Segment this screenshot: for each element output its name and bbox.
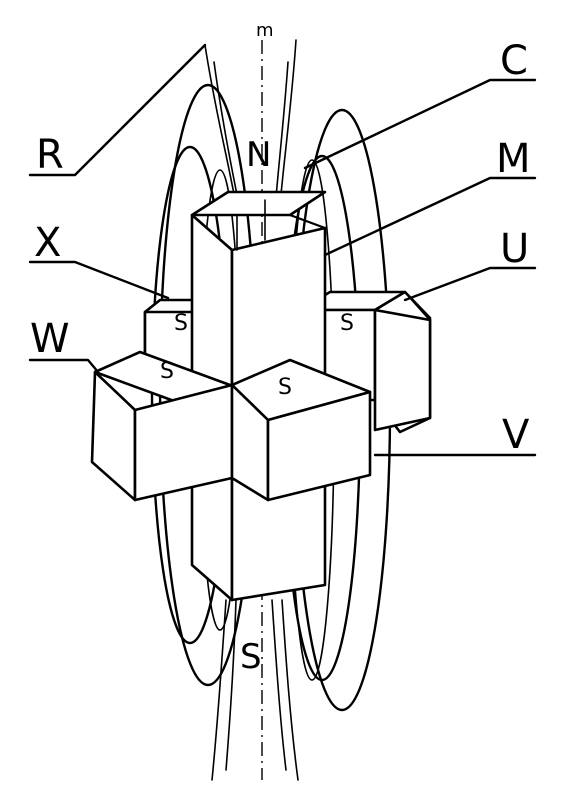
label-w: W bbox=[30, 316, 70, 362]
arm-w-end bbox=[90, 370, 137, 502]
label-m: M bbox=[496, 136, 531, 182]
face-label-u: S bbox=[340, 311, 354, 336]
label-u: U bbox=[500, 226, 529, 272]
axis-label-m: m bbox=[256, 20, 274, 41]
face-label-w: S bbox=[160, 359, 174, 384]
label-x: X bbox=[34, 220, 61, 266]
leader-lines bbox=[28, 43, 537, 457]
magnet-edge-2 bbox=[289, 213, 326, 230]
arm-v-edge bbox=[289, 358, 371, 394]
label-c: C bbox=[500, 38, 528, 84]
pole-label-north: N bbox=[246, 135, 271, 175]
arm-u-end bbox=[373, 308, 432, 432]
label-r: R bbox=[36, 132, 64, 178]
arm-w bbox=[90, 350, 234, 502]
magnet-edge-1 bbox=[191, 214, 233, 251]
leader-x bbox=[28, 260, 170, 300]
magnet-top bbox=[190, 190, 327, 217]
leader-w bbox=[28, 358, 100, 374]
leader-m bbox=[323, 176, 537, 257]
field-line-bottom-left bbox=[211, 599, 227, 781]
leader-r bbox=[28, 43, 207, 177]
arm-v-end bbox=[266, 390, 372, 502]
leader-u bbox=[403, 266, 537, 302]
arm-w-edge bbox=[139, 350, 231, 387]
field-line-top-right bbox=[279, 39, 297, 206]
arm-v bbox=[230, 358, 372, 502]
field-line-bottom-left-2 bbox=[225, 599, 237, 771]
field-line-bottom-right-2 bbox=[271, 599, 287, 771]
field-line-bottom-right bbox=[281, 599, 299, 781]
label-v: V bbox=[502, 412, 530, 458]
arm-x-edge bbox=[144, 299, 161, 313]
face-label-x: S bbox=[174, 311, 188, 336]
field-line-top-left bbox=[204, 44, 237, 206]
leader-c bbox=[303, 78, 537, 170]
arm-u-edge bbox=[404, 291, 431, 321]
face-label-v: S bbox=[278, 375, 292, 400]
pole-label-south: S bbox=[240, 637, 262, 677]
